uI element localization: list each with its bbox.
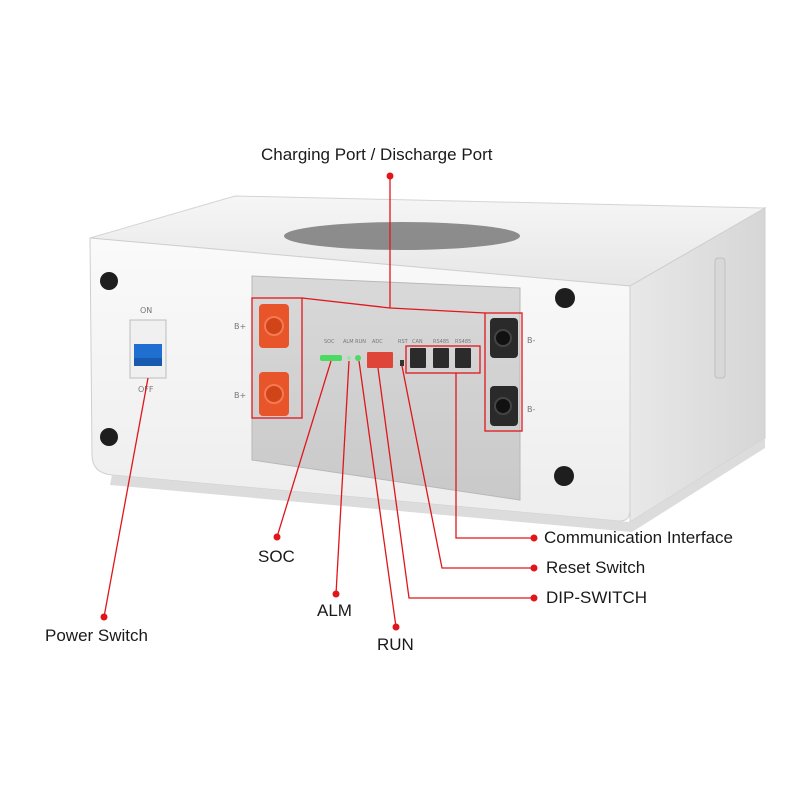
cabinet-base — [110, 438, 765, 532]
alm-led — [347, 356, 351, 360]
top-display-window — [284, 222, 520, 250]
callout-line-reset — [401, 365, 534, 569]
panel-soc-text: SOC — [324, 339, 335, 345]
callout-line-power — [103, 377, 149, 618]
panel-recess — [251, 275, 521, 501]
label-reset-switch: Reset Switch — [546, 558, 646, 577]
dip-switch-block — [367, 352, 393, 368]
side-handle — [714, 257, 726, 379]
positive-ports: B+ B+ — [234, 304, 289, 416]
callout-dot-reset — [530, 564, 538, 572]
port-b-minus-top-cap — [494, 329, 512, 347]
label-run: RUN — [377, 635, 414, 654]
label-alm: ALM — [317, 601, 352, 620]
label-charging-port: Charging Port / Discharge Port — [261, 145, 493, 164]
screw-icon — [100, 272, 118, 290]
screw-icon — [100, 428, 118, 446]
port-b-minus-bottom-text: B- — [527, 405, 535, 414]
port-b-plus-bottom-text: B+ — [234, 391, 246, 400]
panel-adc-text: ADC — [372, 339, 383, 345]
panel-rst-text: RST — [398, 339, 409, 345]
callout-line-alm — [335, 360, 350, 595]
panel-rs485-text: RS485 — [433, 339, 449, 345]
comm-port-rs485 — [433, 348, 449, 368]
port-b-plus-top-cap — [264, 316, 284, 336]
callout-dot-alm — [332, 590, 340, 598]
callout-dot-dip — [530, 594, 538, 602]
screw-icon — [555, 288, 575, 308]
callout-dots — [100, 172, 538, 631]
switch-on-text: ON — [140, 306, 152, 315]
negative-ports: B- B- — [490, 318, 535, 426]
port-b-minus-bottom-cap — [494, 397, 512, 415]
panel-rs485-b-text: RS485 — [455, 339, 471, 345]
callout-dot-comm — [530, 534, 538, 542]
run-led — [355, 355, 361, 361]
callout-line-comm — [455, 373, 534, 539]
callout-dot-run — [392, 623, 400, 631]
callout-line-soc — [276, 360, 332, 538]
callout-box-comm — [405, 345, 481, 374]
callout-box-positive-ports — [251, 297, 303, 419]
label-communication-interface: Communication Interface — [544, 528, 733, 547]
breaker-toggle-shade — [134, 358, 162, 366]
callout-dot-power — [100, 613, 108, 621]
port-b-plus-bottom-cap — [264, 384, 284, 404]
port-b-plus-top-text: B+ — [234, 322, 246, 331]
callout-dot-charging — [386, 172, 394, 180]
port-b-minus-top-text: B- — [527, 336, 535, 345]
control-strip: SOC ALM RUN ADC RST CAN RS485 RS485 — [320, 339, 471, 368]
soc-led-bar — [320, 355, 342, 361]
screw-icon — [554, 466, 574, 486]
callout-line-run — [358, 360, 397, 628]
callout-line-dip — [377, 367, 534, 599]
front-panel — [251, 275, 521, 501]
callout-lines — [103, 176, 534, 628]
label-power-switch: Power Switch — [45, 626, 148, 645]
label-soc: SOC — [258, 547, 295, 566]
comm-port-rs485-b — [455, 348, 471, 368]
mounting-screws — [100, 272, 575, 486]
reset-button — [400, 360, 404, 366]
label-dip-switch: DIP-SWITCH — [546, 588, 648, 607]
panel-alm-run-text: ALM RUN — [343, 339, 366, 345]
panel-can-text: CAN — [412, 339, 423, 345]
callout-dot-soc — [273, 533, 281, 541]
callout-line-ports-join — [301, 297, 486, 314]
comm-port-can — [410, 348, 426, 368]
callout-box-negative-ports — [484, 312, 523, 432]
